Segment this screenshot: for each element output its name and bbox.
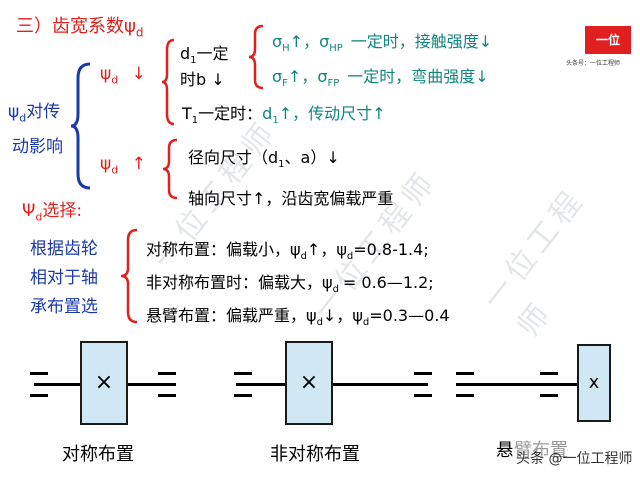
gear-block: × [80,341,128,425]
bearing-mark [30,372,48,375]
psi-subscript: d [362,317,370,329]
bending-strength-text: 一定时，弯曲强度↓ [347,67,489,86]
axial-size-row: 轴向尺寸↑，沿齿宽偏载严重 [188,189,394,208]
watermark: 一位工程师 [476,181,593,344]
radial-text: 径向尺寸（d [188,148,279,167]
bearing-mark [456,394,474,397]
psi-subscript: d [111,163,119,177]
t-subscript: 1 [191,115,199,127]
torque-text: 一定时： [198,104,263,123]
psi-symbol: ψ [100,64,112,84]
title-subscript: d [135,25,144,40]
lower-brace [162,138,178,200]
sigma-subscript: FP [327,78,340,90]
rule-text-mid: ↑，ψ [306,240,347,259]
sigma-mid: ↑，σ [287,67,328,86]
shaft [456,383,578,386]
footer-attribution: 头条 @一位工程师 [516,451,633,467]
sigma-symbol: σ [272,67,283,86]
gear-mark-icon: × [299,370,319,395]
basis-line-2: 相对于轴 [30,268,98,288]
sigma-subscript: H [282,43,290,55]
bearing-mark [158,372,176,375]
size-increase-text: ↑，传动尺寸↑ [278,104,386,123]
rule-range: = 0.6—1.2; [342,273,434,292]
contact-strength-text: 一定时，接触强度↓ [350,32,493,51]
psi-subscript: d [316,317,323,329]
radial-size-row: 径向尺寸（d1、a）↓ [188,144,340,170]
bearing-mark [414,372,432,375]
d-symbol: d [180,44,191,63]
bearing-mark [540,394,558,397]
rule-text-mid: ↓，ψ [322,306,363,325]
title-text: 三）齿宽系数ψ [16,16,136,37]
d-subscript: 1 [190,55,197,67]
condition-b: 时b ↓ [180,70,225,89]
sigma-mid: ↑，σ [289,32,330,51]
lower-psi: ψd ↑ [100,154,146,176]
selection-heading: Ψd选择: [22,196,82,223]
psi-subscript: d [332,284,339,296]
rule-range: =0.3—0.4 [369,306,450,325]
psi-symbol: ψ [100,154,112,174]
radial-text-rest: 、a）↓ [284,148,340,167]
contact-strength-row: σH↑，σHP 一定时，接触强度↓ [272,28,492,54]
rules-brace [120,228,138,324]
basis-line-3: 承布置选 [30,297,98,317]
bearing-mark [456,372,474,375]
bearing-mark [234,394,252,397]
rule-symmetric: 对称布置：偏载小，ψd↑，ψd=0.8-1.4; [146,236,429,262]
bearing-mark [234,372,252,375]
influence-label-line2: 动影响 [12,137,63,157]
page-title: 三）齿宽系数ψd [16,12,144,40]
sigma-subscript: F [282,78,288,90]
brand-logo: 一位 [585,26,631,54]
rule-text: 对称布置：偏载小，ψ [146,240,301,259]
rule-asymmetric: 非对称布置时：偏载大，ψd= 0.6—1.2; [146,269,434,295]
sigma-symbol: σ [272,32,283,51]
up-arrow-icon: ↑ [131,154,146,174]
bearing-mark [158,394,176,397]
upper-brace [161,38,175,126]
d-subscript: 1 [278,159,285,171]
torque-row: T1一定时：d1↑，传动尺寸↑ [182,100,386,126]
bearing-mark [30,394,48,397]
influence-line1: 对传 [26,102,61,122]
bearing-mark [414,394,432,397]
sigma-subscript: HP [329,43,343,55]
main-brace [70,62,91,190]
d-symbol: d [262,104,273,123]
stress-brace [248,24,264,90]
psi-subscript: d [35,210,43,224]
gear-mark-icon: x [588,372,600,393]
gear-mark-icon: × [94,370,114,395]
psi-subscript: d [346,251,354,263]
rule-text: 非对称布置时：偏载大，ψ [146,273,333,292]
rule-cantilever: 悬臂布置：偏载严重，ψd↓，ψd=0.3—0.4 [146,302,450,328]
bending-strength-row: σF↑，σFP 一定时，弯曲强度↓ [272,63,489,89]
bearing-mark [540,372,558,375]
down-arrow-icon: ↓ [131,64,146,84]
condition-text: 一定 [196,44,229,63]
psi-subscript: d [111,73,119,87]
psi-subscript: d [300,251,307,263]
rule-text: 悬臂布置：偏载严重，ψ [146,306,317,325]
d-subscript: 1 [272,115,279,127]
rule-range: =0.8-1.4; [353,240,429,259]
basis-line-1: 根据齿轮 [30,239,98,259]
influence-label: ψd对传 [8,97,60,124]
footer-backdrop [512,440,636,470]
selection-label: 选择: [42,201,83,221]
upper-psi: ψd ↓ [100,64,146,86]
psi-symbol: ψ [8,102,20,122]
diagram-label: 非对称布置 [270,444,360,465]
gear-block: x [577,344,611,422]
psi-symbol: Ψ [22,201,36,221]
gear-block: × [285,341,333,425]
diagram-label: 对称布置 [62,444,134,465]
brand-logo-caption: 头条号：一位工程师 [566,60,621,67]
t-symbol: T [182,104,192,123]
condition-d1: d1一定 [180,40,229,66]
psi-subscript: d [19,111,27,125]
